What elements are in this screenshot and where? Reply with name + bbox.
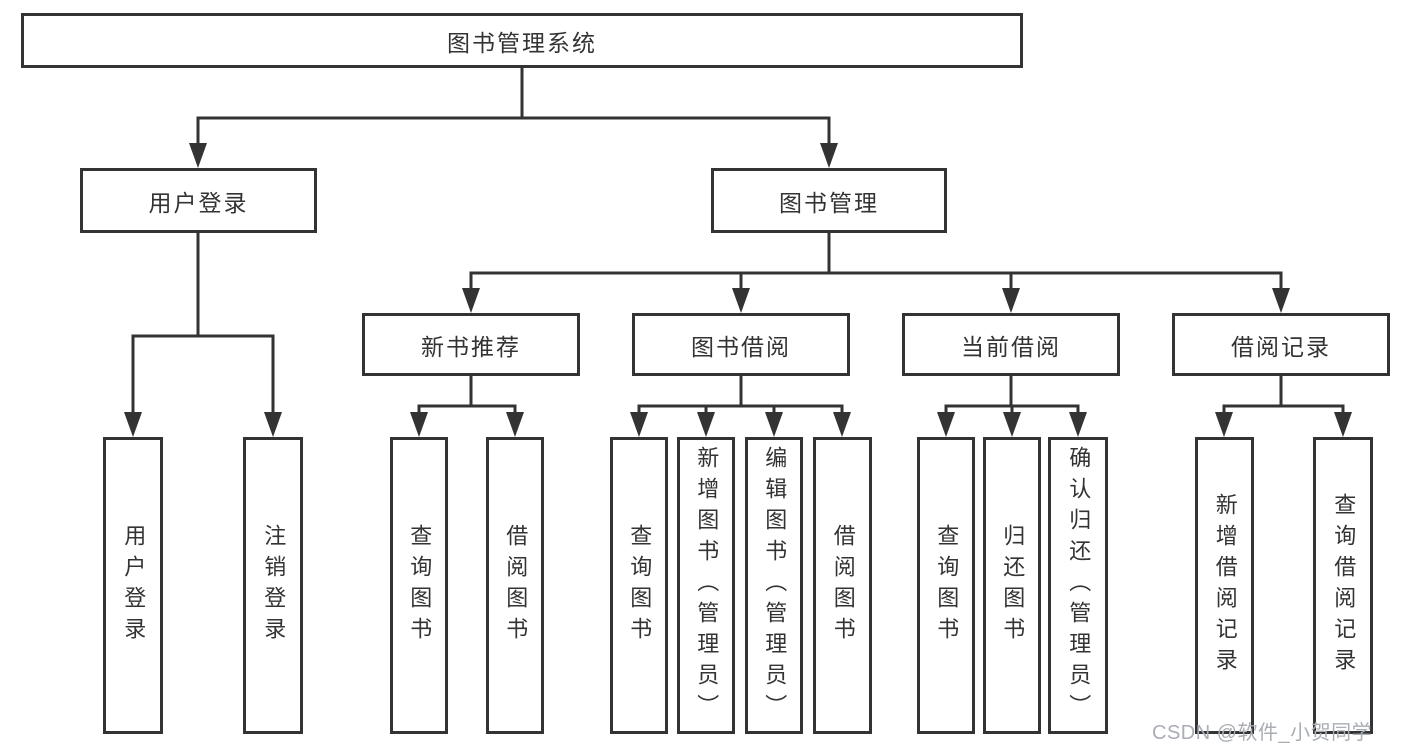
csdn-watermark: CSDN @软件_小贺同学 [1152, 722, 1373, 744]
arrowhead [630, 412, 648, 437]
node-book-borrowing: 图书借阅 [632, 313, 850, 376]
leaf-borrow-books-2: 借阅图书 [813, 437, 872, 734]
arrowhead [1334, 412, 1352, 437]
leaf-logout: 注销登录 [243, 437, 303, 734]
arrowhead [1002, 288, 1020, 313]
arrowhead [697, 412, 715, 437]
node-user-login: 用户登录 [80, 168, 317, 233]
node-book-management: 图书管理 [711, 168, 947, 233]
leaf-add-borrow-record: 新增借阅记录 [1195, 437, 1254, 734]
leaf-user-login: 用户登录 [103, 437, 163, 734]
leaf-query-borrow-record: 查询借阅记录 [1313, 437, 1373, 734]
arrowhead [1003, 412, 1021, 437]
leaf-query-books-1: 查询图书 [390, 437, 448, 734]
leaf-borrow-books-1: 借阅图书 [486, 437, 544, 734]
leaf-add-books-admin: 新增图书（管理员） [677, 437, 735, 734]
connector-currentborrow-bracket [944, 404, 1080, 416]
arrowhead [732, 288, 750, 313]
arrowhead [1069, 412, 1087, 437]
node-borrowing-records: 借阅记录 [1172, 313, 1390, 376]
connector-root-bracket [196, 116, 831, 146]
arrowhead [833, 412, 851, 437]
arrowhead [937, 412, 955, 437]
arrowhead [1272, 288, 1290, 313]
leaf-return-books: 归还图书 [983, 437, 1041, 734]
node-library-management-system: 图书管理系统 [21, 13, 1023, 68]
arrowhead [462, 288, 480, 313]
leaf-query-books-2: 查询图书 [610, 437, 668, 734]
node-new-book-recommend: 新书推荐 [362, 313, 580, 376]
arrowhead [189, 143, 207, 168]
node-current-borrowing: 当前借阅 [902, 313, 1120, 376]
leaf-query-books-3: 查询图书 [917, 437, 975, 734]
arrowhead [820, 143, 838, 168]
connector-userlogin-bracket [131, 334, 275, 414]
connector-newbook-bracket [417, 404, 517, 416]
arrowhead [264, 412, 282, 437]
connector-borrowrecords-bracket [1222, 404, 1345, 416]
leaf-edit-books-admin: 编辑图书（管理员） [745, 437, 803, 734]
arrowhead [1215, 412, 1233, 437]
leaf-confirm-return-admin: 确认归还（管理员） [1048, 437, 1108, 734]
arrowhead [765, 412, 783, 437]
arrowhead [124, 412, 142, 437]
arrowhead [506, 412, 524, 437]
arrowhead [410, 412, 428, 437]
connector-bookmgmt-bracket [469, 271, 1283, 291]
connector-bookborrow-bracket [637, 404, 844, 416]
